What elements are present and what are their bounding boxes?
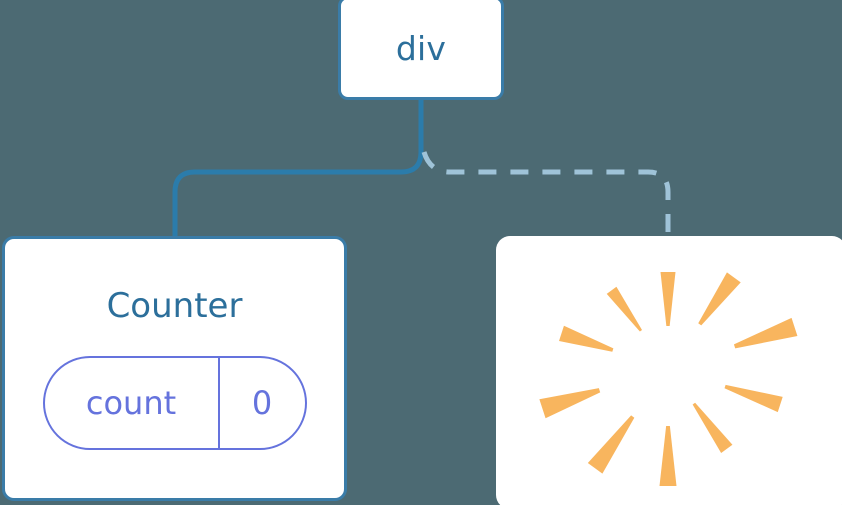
node-counter[interactable]: Counter count 0 [2, 236, 347, 501]
burst-ray-9 [559, 325, 614, 352]
burst-ray-4 [724, 384, 783, 413]
burst-ray-6 [659, 426, 677, 486]
burst-ray-5 [692, 402, 733, 454]
burst-ray-3 [733, 317, 798, 349]
burst-ray-8 [539, 388, 601, 419]
state-pill[interactable]: count 0 [42, 356, 307, 450]
state-pill-divider [217, 358, 220, 448]
burst-ray-10 [606, 286, 643, 332]
state-pill-value: 0 [251, 384, 273, 422]
burst-ray-7 [587, 415, 635, 474]
burst-ray-1 [660, 272, 676, 326]
burst-ray-2 [698, 272, 741, 326]
node-div[interactable]: div [338, 0, 504, 100]
edge-div-to-counter [172, 100, 424, 238]
node-counter-label: Counter [106, 286, 243, 326]
state-pill-key: count [85, 384, 177, 422]
node-div-label: div [395, 28, 447, 68]
sparkle-burst-icon [539, 272, 798, 486]
node-output[interactable] [496, 236, 842, 505]
edge-div-to-output [421, 151, 671, 238]
